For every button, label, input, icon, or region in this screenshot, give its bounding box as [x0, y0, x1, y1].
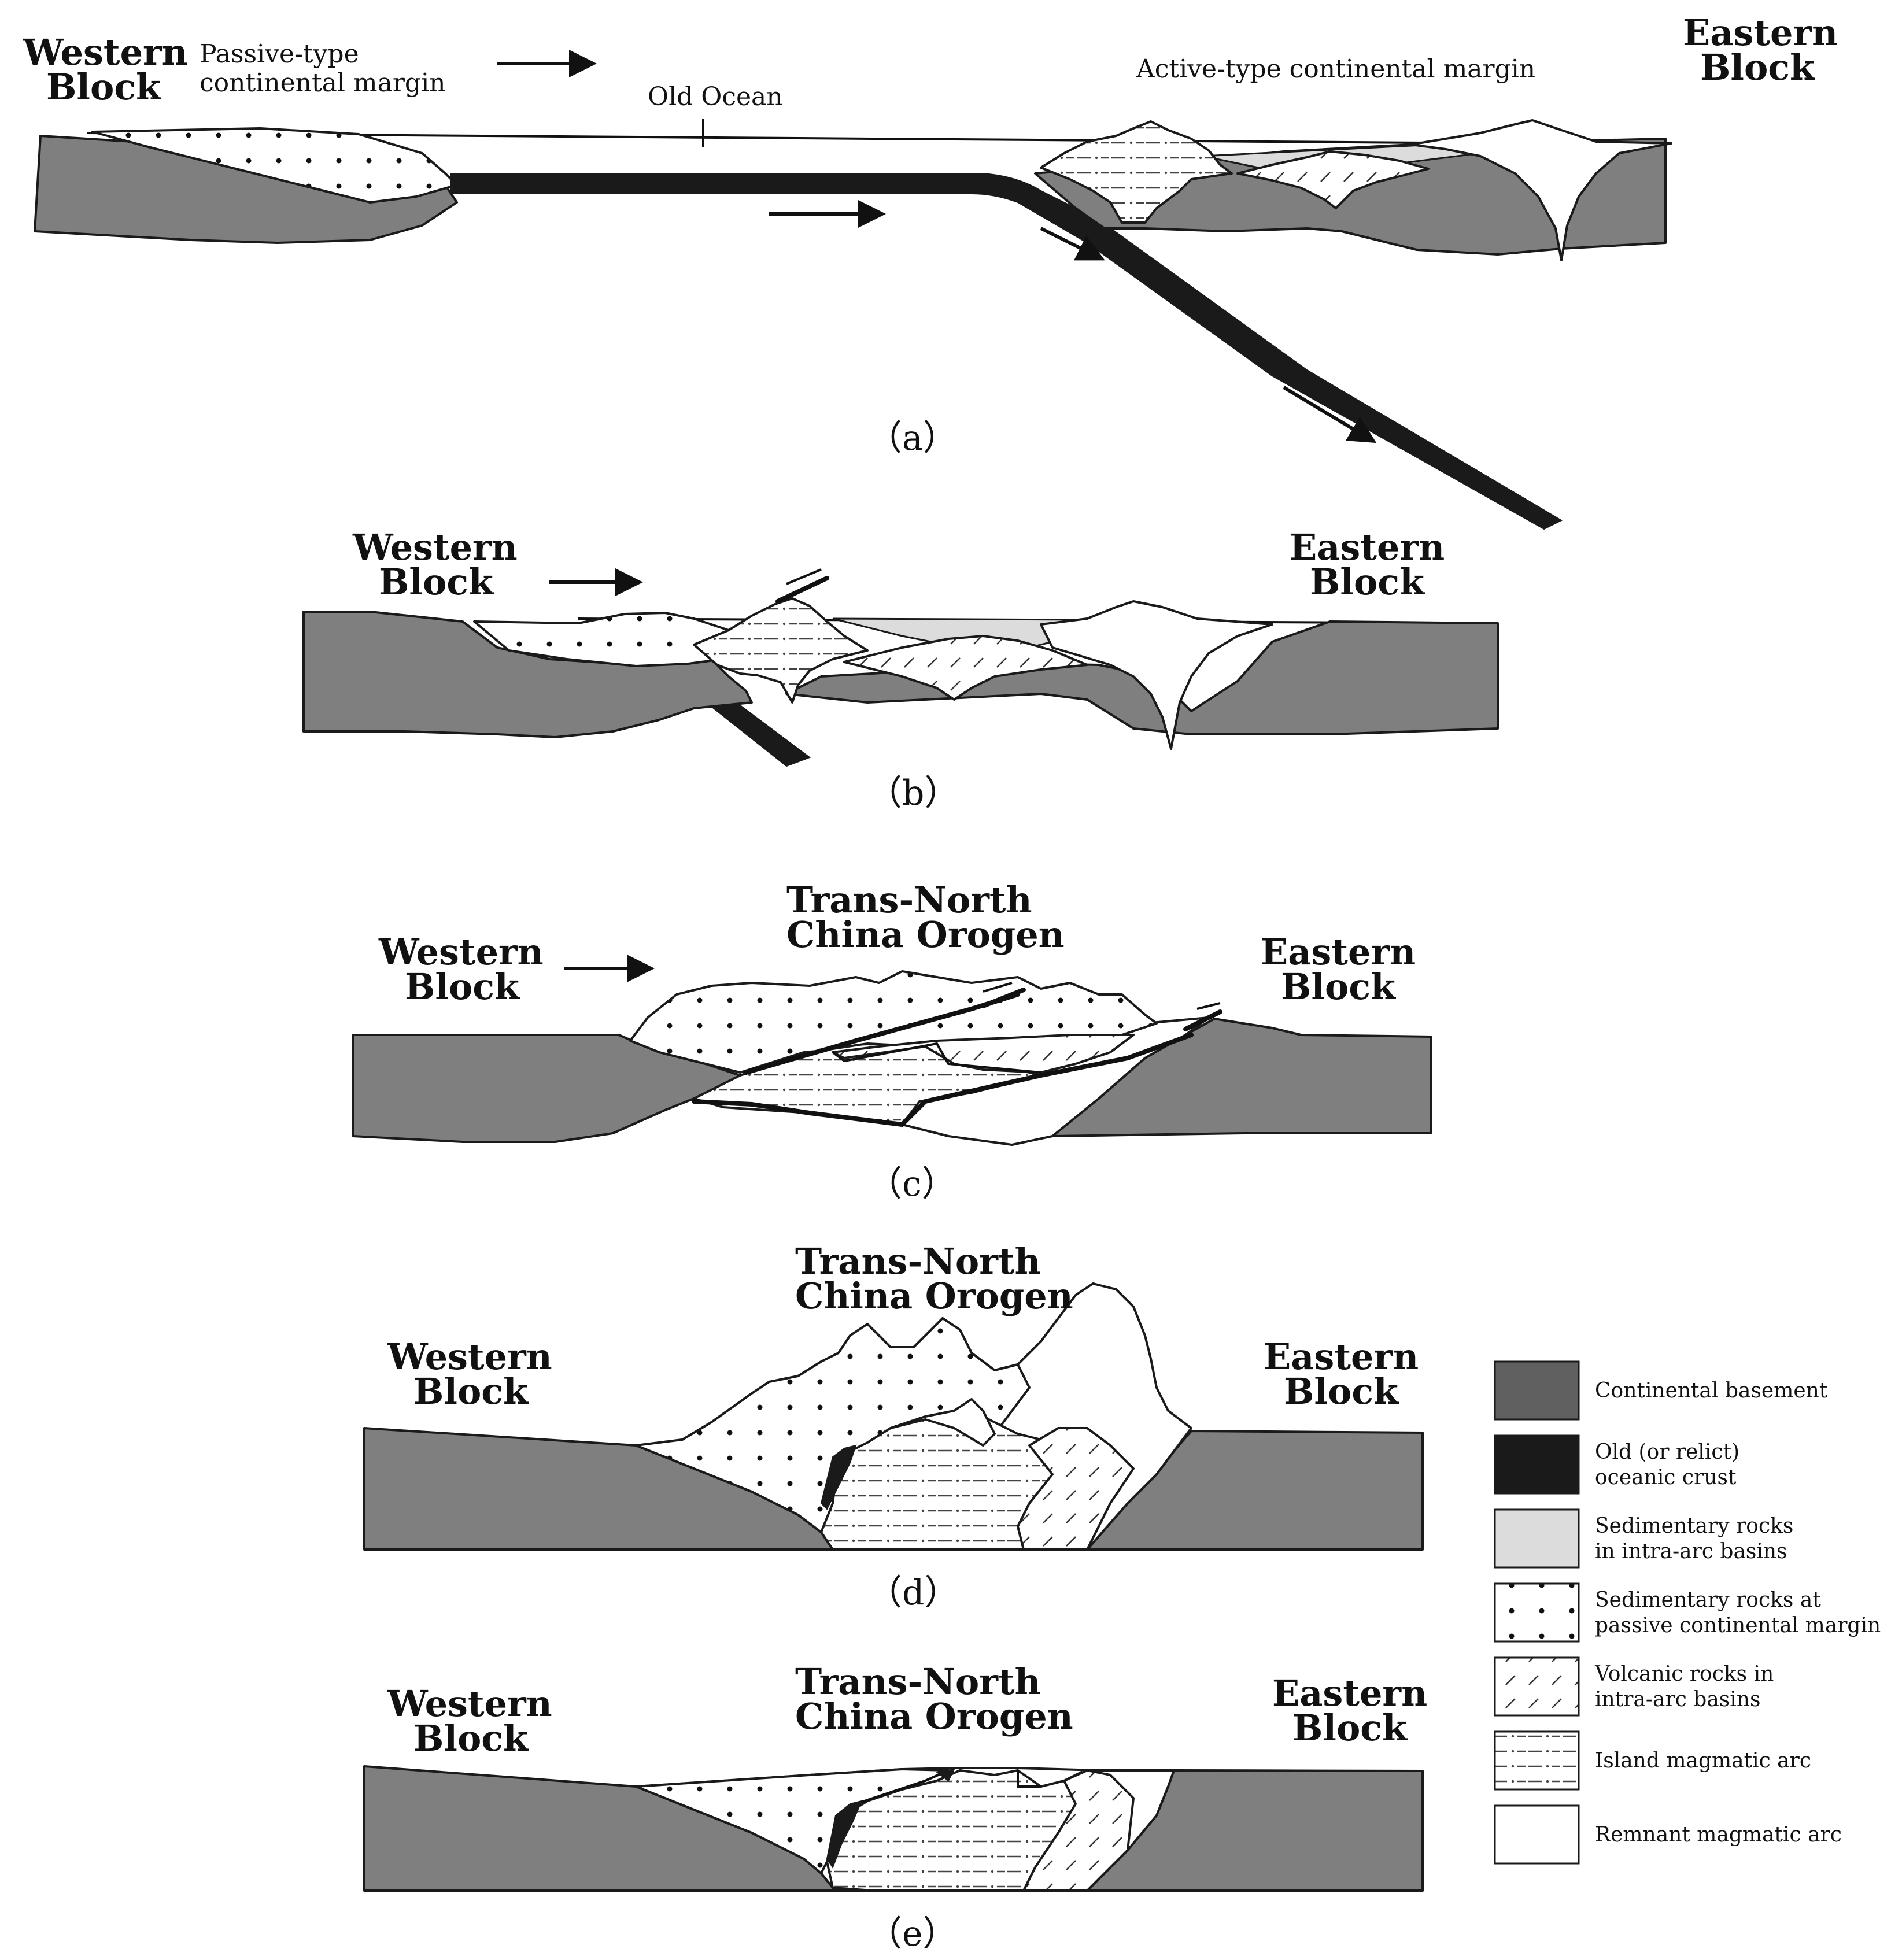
- panel-label-c: （c）: [867, 1164, 956, 1204]
- volcanic-rocks-a: [1236, 150, 1430, 209]
- thrust-sense-arrow-b: [786, 568, 822, 585]
- internal-contact-c: [832, 1042, 1041, 1074]
- volcanic-rocks-d: [1017, 1427, 1135, 1551]
- old-ocean-label: Old Ocean: [648, 82, 783, 112]
- active-margin-label: Active-type continental margin: [1136, 54, 1535, 84]
- legend-swatch: [1494, 1582, 1580, 1643]
- panel-label-e: （e）: [867, 1914, 958, 1954]
- panel-label-d: （d）: [867, 1573, 959, 1613]
- contact-line-2-e: [1017, 1770, 1041, 1788]
- volcanic-rocks-e: [1022, 1769, 1135, 1892]
- legend-label: Old (or relict)oceanic crust: [1595, 1440, 1739, 1489]
- remnant-arc-b: [1040, 600, 1273, 750]
- legend-swatch: [1494, 1434, 1580, 1495]
- thrust-sense-arrow-2-c: [1183, 1009, 1222, 1031]
- thrust-fault-b: [775, 576, 829, 604]
- western-block-basement-b: [302, 611, 753, 738]
- legend-swatch: [1494, 1656, 1580, 1717]
- subduction-arrow-2-a: [1283, 386, 1377, 443]
- relict-oceanic-crust-d: [820, 1444, 857, 1510]
- legend-label: Remnant magmatic arc: [1595, 1823, 1842, 1847]
- thrust-fault-base-c: [692, 1099, 904, 1127]
- legend-swatch: [1494, 1508, 1580, 1569]
- thrust-sense-arrow-1-c: [981, 988, 1026, 1008]
- thrust-fault-east-c: [900, 1033, 1194, 1127]
- panel-label-a: （a）: [867, 418, 958, 458]
- panel-label-b: （b）: [867, 773, 959, 813]
- relict-oceanic-crust-e: [826, 1800, 863, 1869]
- old-oceanic-crust-a: [450, 173, 1563, 530]
- passive-margin-sediments-a: [91, 127, 458, 204]
- legend-swatch: [1494, 1360, 1580, 1421]
- island-arc-b: [693, 597, 869, 704]
- relict-oceanic-crust-small-e: [935, 1768, 955, 1782]
- legend-label: Continental basement: [1595, 1379, 1828, 1403]
- relict-oceanic-crust-b: [701, 696, 811, 767]
- legend-label: Island magmatic arc: [1595, 1749, 1811, 1773]
- subduction-arrow-1-a: [1040, 227, 1105, 261]
- legend-swatch: [1494, 1804, 1580, 1865]
- remnant-arc-a: [1410, 119, 1672, 261]
- inner-arc-contact-d: [889, 1398, 996, 1447]
- thrust-sense-arrow-2b-c: [1196, 1002, 1221, 1010]
- volcanic-rocks-c: [832, 1034, 1135, 1074]
- volcanic-rocks-b: [843, 635, 1088, 701]
- thrust-sense-arrow-1b-c: [983, 982, 1013, 993]
- island-arc-a: [1040, 120, 1233, 224]
- legend-swatch: [1494, 1730, 1580, 1791]
